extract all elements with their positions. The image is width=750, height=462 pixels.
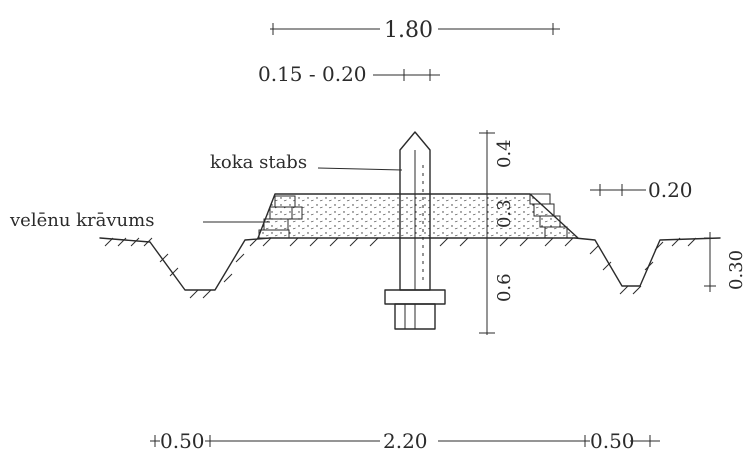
base-center-label: 2.20 xyxy=(383,429,428,453)
height-bottom-label: 0.6 xyxy=(494,273,515,302)
sod-label: velēnu krāvums xyxy=(9,210,154,231)
height-mid-label: 0.3 xyxy=(494,199,515,228)
post-callout: koka stabs xyxy=(210,152,403,173)
sod-callout: velēnu krāvums xyxy=(9,210,270,231)
sod-blocks-left xyxy=(258,195,303,239)
post-label: koka stabs xyxy=(210,152,307,173)
berm-step-dimension: 0.20 xyxy=(590,178,693,202)
post-diameter-dimension: 0.15 - 0.20 xyxy=(258,62,440,86)
height-top-label: 0.4 xyxy=(494,139,515,168)
post-diameter-label: 0.15 - 0.20 xyxy=(258,62,367,86)
ditch-depth-dimension: 0.30 xyxy=(704,232,747,292)
berm-step-label: 0.20 xyxy=(648,178,693,202)
top-width-label: 1.80 xyxy=(384,18,433,43)
post-height-dimension: 0.4 0.3 0.6 xyxy=(479,130,515,335)
top-width-dimension: 1.80 xyxy=(270,18,560,43)
ditch-depth-label: 0.30 xyxy=(726,250,747,290)
sod-blocks-right xyxy=(529,193,568,239)
wooden-post xyxy=(384,131,446,330)
base-width-dimension: 0.50 2.20 0.50 xyxy=(150,429,660,453)
embankment xyxy=(257,193,579,239)
base-right-label: 0.50 xyxy=(590,429,635,453)
ground-profile xyxy=(99,237,721,299)
base-left-label: 0.50 xyxy=(160,429,205,453)
